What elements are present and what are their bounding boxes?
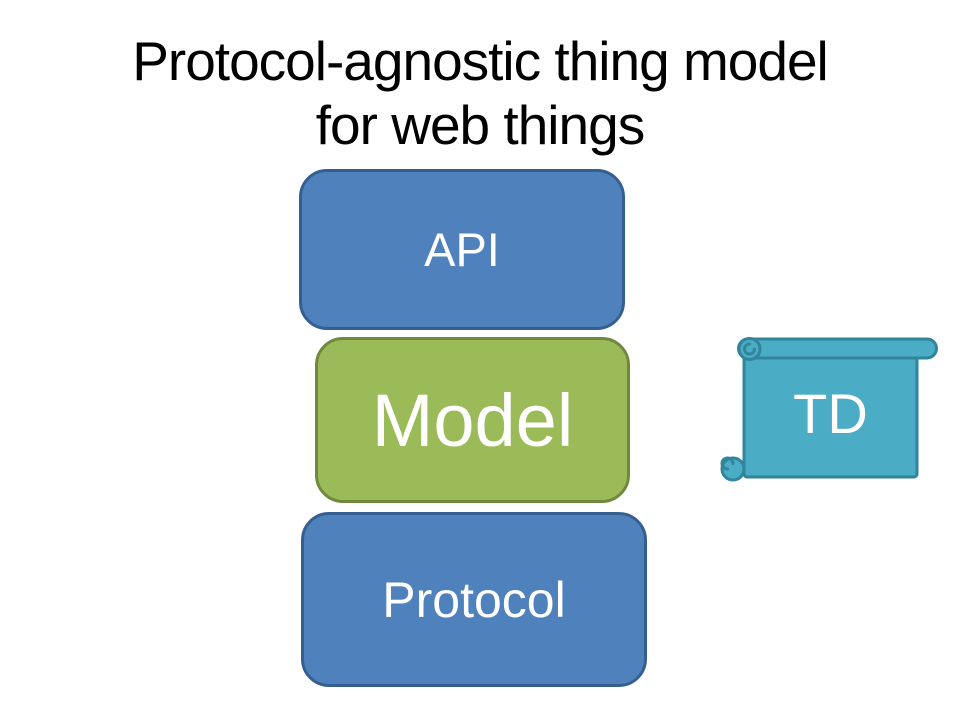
api-label: API <box>424 223 500 276</box>
layer-box-model: Model <box>315 337 630 503</box>
layer-box-api: API <box>299 169 625 330</box>
title-line-2: for web things <box>315 94 645 156</box>
layer-box-protocol: Protocol <box>301 512 647 687</box>
td-label: TD <box>793 381 868 445</box>
protocol-label: Protocol <box>382 571 566 628</box>
scroll-top-roll <box>737 337 938 360</box>
slide-title: Protocol-agnostic thing model for web th… <box>0 29 960 157</box>
title-line-1: Protocol-agnostic thing model <box>132 30 829 92</box>
td-scroll-shape <box>720 337 938 482</box>
scroll-bottom-spiral-icon <box>720 456 735 471</box>
model-label: Model <box>371 378 574 462</box>
scroll-top-spiral-icon <box>743 342 756 356</box>
scroll-top-curl-icon <box>737 337 762 361</box>
